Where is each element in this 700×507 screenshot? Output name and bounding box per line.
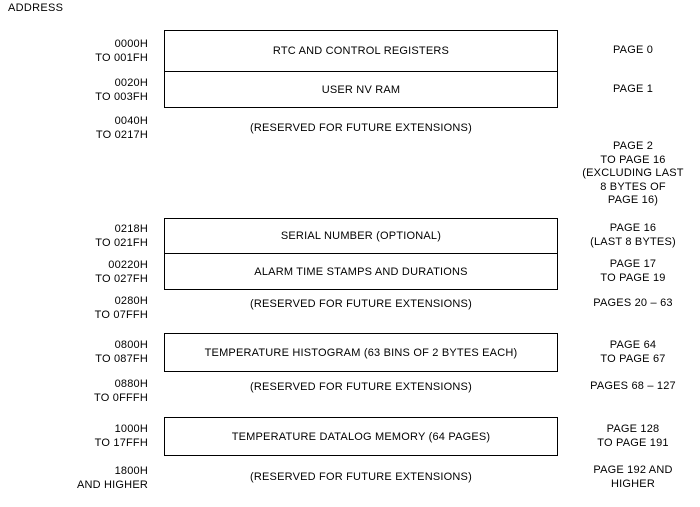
page-range-label: PAGE 17 TO PAGE 19 (600, 258, 666, 284)
page-range-label: PAGE 128 TO PAGE 191 (597, 423, 669, 449)
page-range-label: PAGE 0 (612, 44, 654, 56)
memory-row: 0218H TO 021FH SERIAL NUMBER (OPTIONAL) … (0, 218, 700, 254)
page-range-label: PAGE 64 TO PAGE 67 (600, 339, 666, 365)
memory-block: (RESERVED FOR FUTURE EXTENSIONS) (250, 298, 472, 310)
memory-row: 1000H TO 17FFH TEMPERATURE DATALOG MEMOR… (0, 417, 700, 456)
memory-block: (RESERVED FOR FUTURE EXTENSIONS) (250, 381, 472, 393)
memory-block: ALARM TIME STAMPS AND DURATIONS (164, 254, 558, 290)
page-range-label: PAGE 16 (LAST 8 BYTES) (590, 222, 676, 248)
memory-block: (RESERVED FOR FUTURE EXTENSIONS) (250, 122, 472, 134)
address-range-label: 0218H TO 021FH (95, 223, 148, 249)
memory-block: SERIAL NUMBER (OPTIONAL) (164, 218, 558, 254)
memory-row: 0880H TO 0FFFH (RESERVED FOR FUTURE EXTE… (0, 377, 700, 413)
memory-block: (RESERVED FOR FUTURE EXTENSIONS) (250, 471, 472, 483)
address-range-label: 0040H TO 0217H (95, 115, 148, 141)
address-range-label: 1800H AND HIGHER (76, 465, 148, 491)
address-range-label: 0880H TO 0FFFH (94, 378, 148, 404)
memory-row: 0040H TO 0217H (RESERVED FOR FUTURE EXTE… (0, 114, 700, 206)
address-range-label: 0280H TO 07FFH (94, 295, 148, 321)
memory-block: TEMPERATURE DATALOG MEMORY (64 PAGES) (164, 417, 558, 456)
address-range-label: 1000H TO 17FFH (94, 423, 148, 449)
page-range-label: PAGES 20 – 63 (593, 297, 673, 309)
page-range-label: PAGE 2 TO PAGE 16 (EXCLUDING LAST 8 BYTE… (582, 140, 684, 206)
page-range-label: PAGE 192 AND HIGHER (593, 464, 673, 490)
memory-row: 00220H TO 027FH ALARM TIME STAMPS AND DU… (0, 254, 700, 290)
page-range-label: PAGES 68 – 127 (590, 380, 676, 392)
memory-row: 0000H TO 001FH RTC AND CONTROL REGISTERS… (0, 30, 700, 72)
address-range-label: 00220H TO 027FH (95, 259, 148, 285)
address-range-label: 0000H TO 001FH (95, 38, 148, 64)
address-column-header: ADDRESS (8, 2, 64, 14)
memory-row: 0280H TO 07FFH (RESERVED FOR FUTURE EXTE… (0, 294, 700, 330)
memory-row: 1800H AND HIGHER (RESERVED FOR FUTURE EX… (0, 464, 700, 500)
memory-row: 0800H TO 087FH TEMPERATURE HISTOGRAM (63… (0, 333, 700, 372)
address-range-label: 0800H TO 087FH (95, 339, 148, 365)
memory-block: TEMPERATURE HISTOGRAM (63 BINS OF 2 BYTE… (164, 333, 558, 372)
page-range-label: PAGE 1 (612, 83, 654, 95)
memory-block: USER NV RAM (164, 72, 558, 108)
address-range-label: 0020H TO 003FH (95, 77, 148, 103)
memory-block: RTC AND CONTROL REGISTERS (164, 30, 558, 72)
memory-row: 0020H TO 003FH USER NV RAM PAGE 1 (0, 72, 700, 108)
